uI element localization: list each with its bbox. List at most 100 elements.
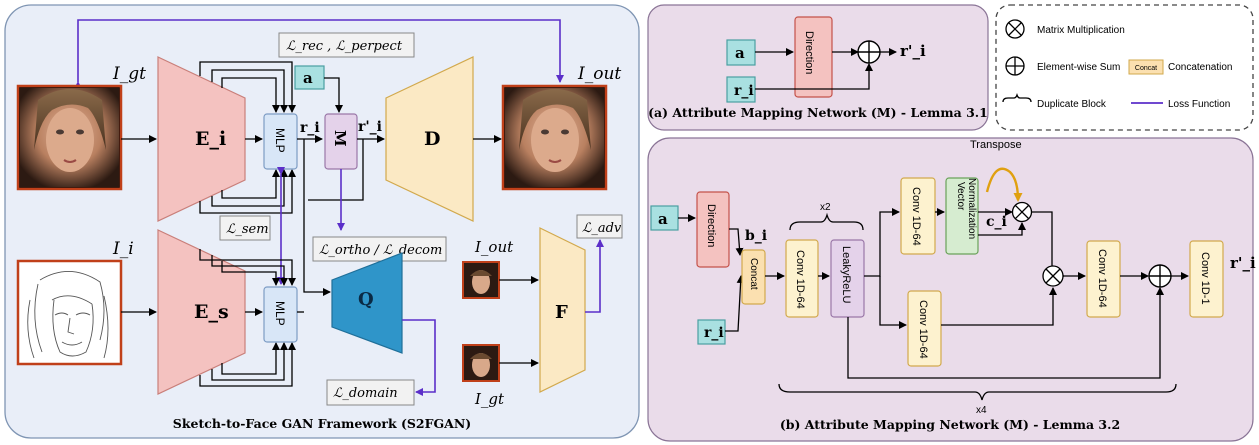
loss-adv-label: ℒ_adv (582, 221, 622, 236)
r-i-label: r_i (300, 120, 320, 136)
legend-concat-label: Concatenation (1168, 62, 1233, 73)
legend-element-wise-sum-label: Element-wise Sum (1037, 62, 1120, 73)
panel-b: a Direction b_i r_i Concat x2 Conv 1D-64… (647, 137, 1256, 442)
loss-rec-label: ℒ_rec , ℒ_perpect (286, 39, 403, 54)
legend-element-wise-sum-icon (1005, 56, 1025, 76)
discriminator-q (331, 252, 403, 354)
panel-b-concat-label: Concat (748, 258, 759, 290)
loss-adv-box (576, 214, 623, 239)
x4-duplicate-brace (778, 383, 1177, 401)
loss-domain-label: ℒ_domain (333, 386, 398, 401)
small-ground-truth-photo (462, 344, 500, 382)
panel-b-conv-a-label: Conv 1D-64 (794, 250, 806, 309)
panel-b-conv-bottom-box (907, 290, 942, 367)
panel-b-vector-norm-label: VectorNormalization (955, 178, 977, 239)
panel-b-background (647, 137, 1254, 442)
i-out-top-label: I_out (577, 64, 621, 84)
panel-b-a-label: a (658, 210, 668, 228)
panel-b-conv-a-box (785, 239, 819, 318)
f-label: F (555, 302, 568, 323)
panel-a-direction-box (794, 16, 833, 98)
panel-b-conv-final-box (1189, 240, 1224, 318)
panel-b-direction-label: Direction (705, 204, 717, 247)
legend-duplicate-block-label: Duplicate Block (1037, 99, 1107, 110)
left-panel-caption: Sketch-to-Face GAN Framework (S2FGAN) (173, 416, 471, 431)
legend-duplicate-block-icon (1002, 92, 1032, 103)
panel-b-conv-after-mult-label: Conv 1D-64 (1096, 249, 1108, 308)
mlp-top-label: MLP (273, 128, 287, 153)
input-sketch-image (16, 259, 123, 366)
panel-b-bi-label: b_i (745, 228, 767, 244)
loss-ortho-label: ℒ_ortho / ℒ_decom (319, 243, 442, 258)
panel-b-leakyrelu-label: LeakyReLU (840, 246, 852, 304)
panel-a-caption: (a) Attribute Mapping Network (M) - Lemm… (648, 105, 988, 120)
panel-b-concat-box (741, 249, 766, 305)
x2-duplicate-brace (789, 212, 864, 231)
small-output-photo (462, 261, 500, 299)
panel-b-conv-top-box (900, 177, 936, 255)
decoder-d (385, 56, 474, 222)
legend-matrix-multiplication-icon (1005, 19, 1025, 39)
panel-a-ri-label: r_i (734, 83, 754, 99)
panel-b-ri-label: r_i (704, 325, 724, 341)
loss-adv-line (585, 239, 604, 313)
legend-concat-chip (1128, 59, 1164, 75)
panel-a: a Direction r_i r'_i (a) Attribute Mappi… (647, 4, 989, 131)
r-i-prime-label: r'_i (358, 119, 382, 135)
a-label: a (303, 69, 313, 87)
x4-label: x4 (976, 405, 987, 416)
panel-a-ri-box (726, 76, 756, 103)
output-photo (501, 84, 608, 191)
encoder-e-i (157, 56, 246, 222)
skip-connections-bottom (199, 249, 296, 387)
m-label: M (331, 130, 349, 147)
loss-rec-box (278, 32, 415, 58)
loss-domain-line (402, 319, 436, 396)
legend: Matrix Multiplication Element-wise Sum C… (995, 4, 1254, 131)
panel-b-conv-final-label: Conv 1D-1 (1199, 252, 1211, 305)
e-s-label: E_s (194, 301, 229, 323)
panel-a-ri-prime-label: r'_i (900, 42, 926, 60)
panel-b-ri-box (697, 319, 726, 345)
loss-sem-box (219, 215, 271, 241)
q-label: Q (358, 289, 374, 310)
legend-matrix-multiplication-label: Matrix Multiplication (1037, 25, 1125, 36)
panel-b-a-box (650, 205, 679, 231)
i-i-label: I_i (112, 239, 134, 259)
mlp-bottom-box (263, 286, 298, 343)
panel-b-conv-top-label: Conv 1D-64 (910, 187, 922, 246)
legend-loss-function-label: Loss Function (1168, 99, 1230, 110)
panel-a-a-label: a (735, 44, 745, 62)
panel-b-sum-icon (1148, 264, 1172, 288)
loss-ortho-box (312, 236, 447, 262)
panel-b-conv-after-mult-box (1086, 240, 1121, 318)
d-label: D (424, 128, 440, 150)
panel-b-caption: (b) Attribute Mapping Network (M) - Lemm… (780, 417, 1120, 432)
i-gt-top-label: I_gt (112, 64, 146, 84)
panel-b-mult-icon-center (1042, 265, 1064, 287)
panel-a-sum-icon (857, 40, 881, 64)
input-ground-truth-photo (16, 84, 123, 191)
e-i-label: E_i (195, 128, 226, 150)
transpose-arrow (985, 167, 1023, 202)
panel-b-ci-label: c_i (986, 214, 1007, 230)
loss-sem-label: ℒ_sem (226, 222, 269, 237)
panel-b-conv-bottom-label: Conv 1D-64 (917, 300, 929, 359)
x2-label: x2 (820, 202, 831, 213)
encoder-e-s (157, 229, 246, 395)
panel-a-direction-label: Direction (803, 31, 815, 74)
loss-domain-box (326, 379, 415, 406)
panel-b-vector-norm-box (945, 177, 979, 255)
legend-concat-chip-label: Concat (1135, 65, 1157, 72)
panel-b-ri-prime-label: r'_i (1230, 254, 1256, 272)
transpose-label: Transpose (970, 139, 1022, 151)
i-out-small-label: I_out (474, 238, 514, 256)
mlp-bottom-label: MLP (273, 301, 287, 326)
i-gt-small-label: I_gt (474, 390, 505, 408)
legend-box (995, 4, 1254, 131)
loop-reconstruction-line (74, 19, 564, 89)
discriminator-f (539, 227, 586, 393)
panel-b-mult-icon-top (1011, 201, 1033, 223)
left-panel: I_gt E_i MLP r_i a M r'_i (4, 4, 640, 439)
